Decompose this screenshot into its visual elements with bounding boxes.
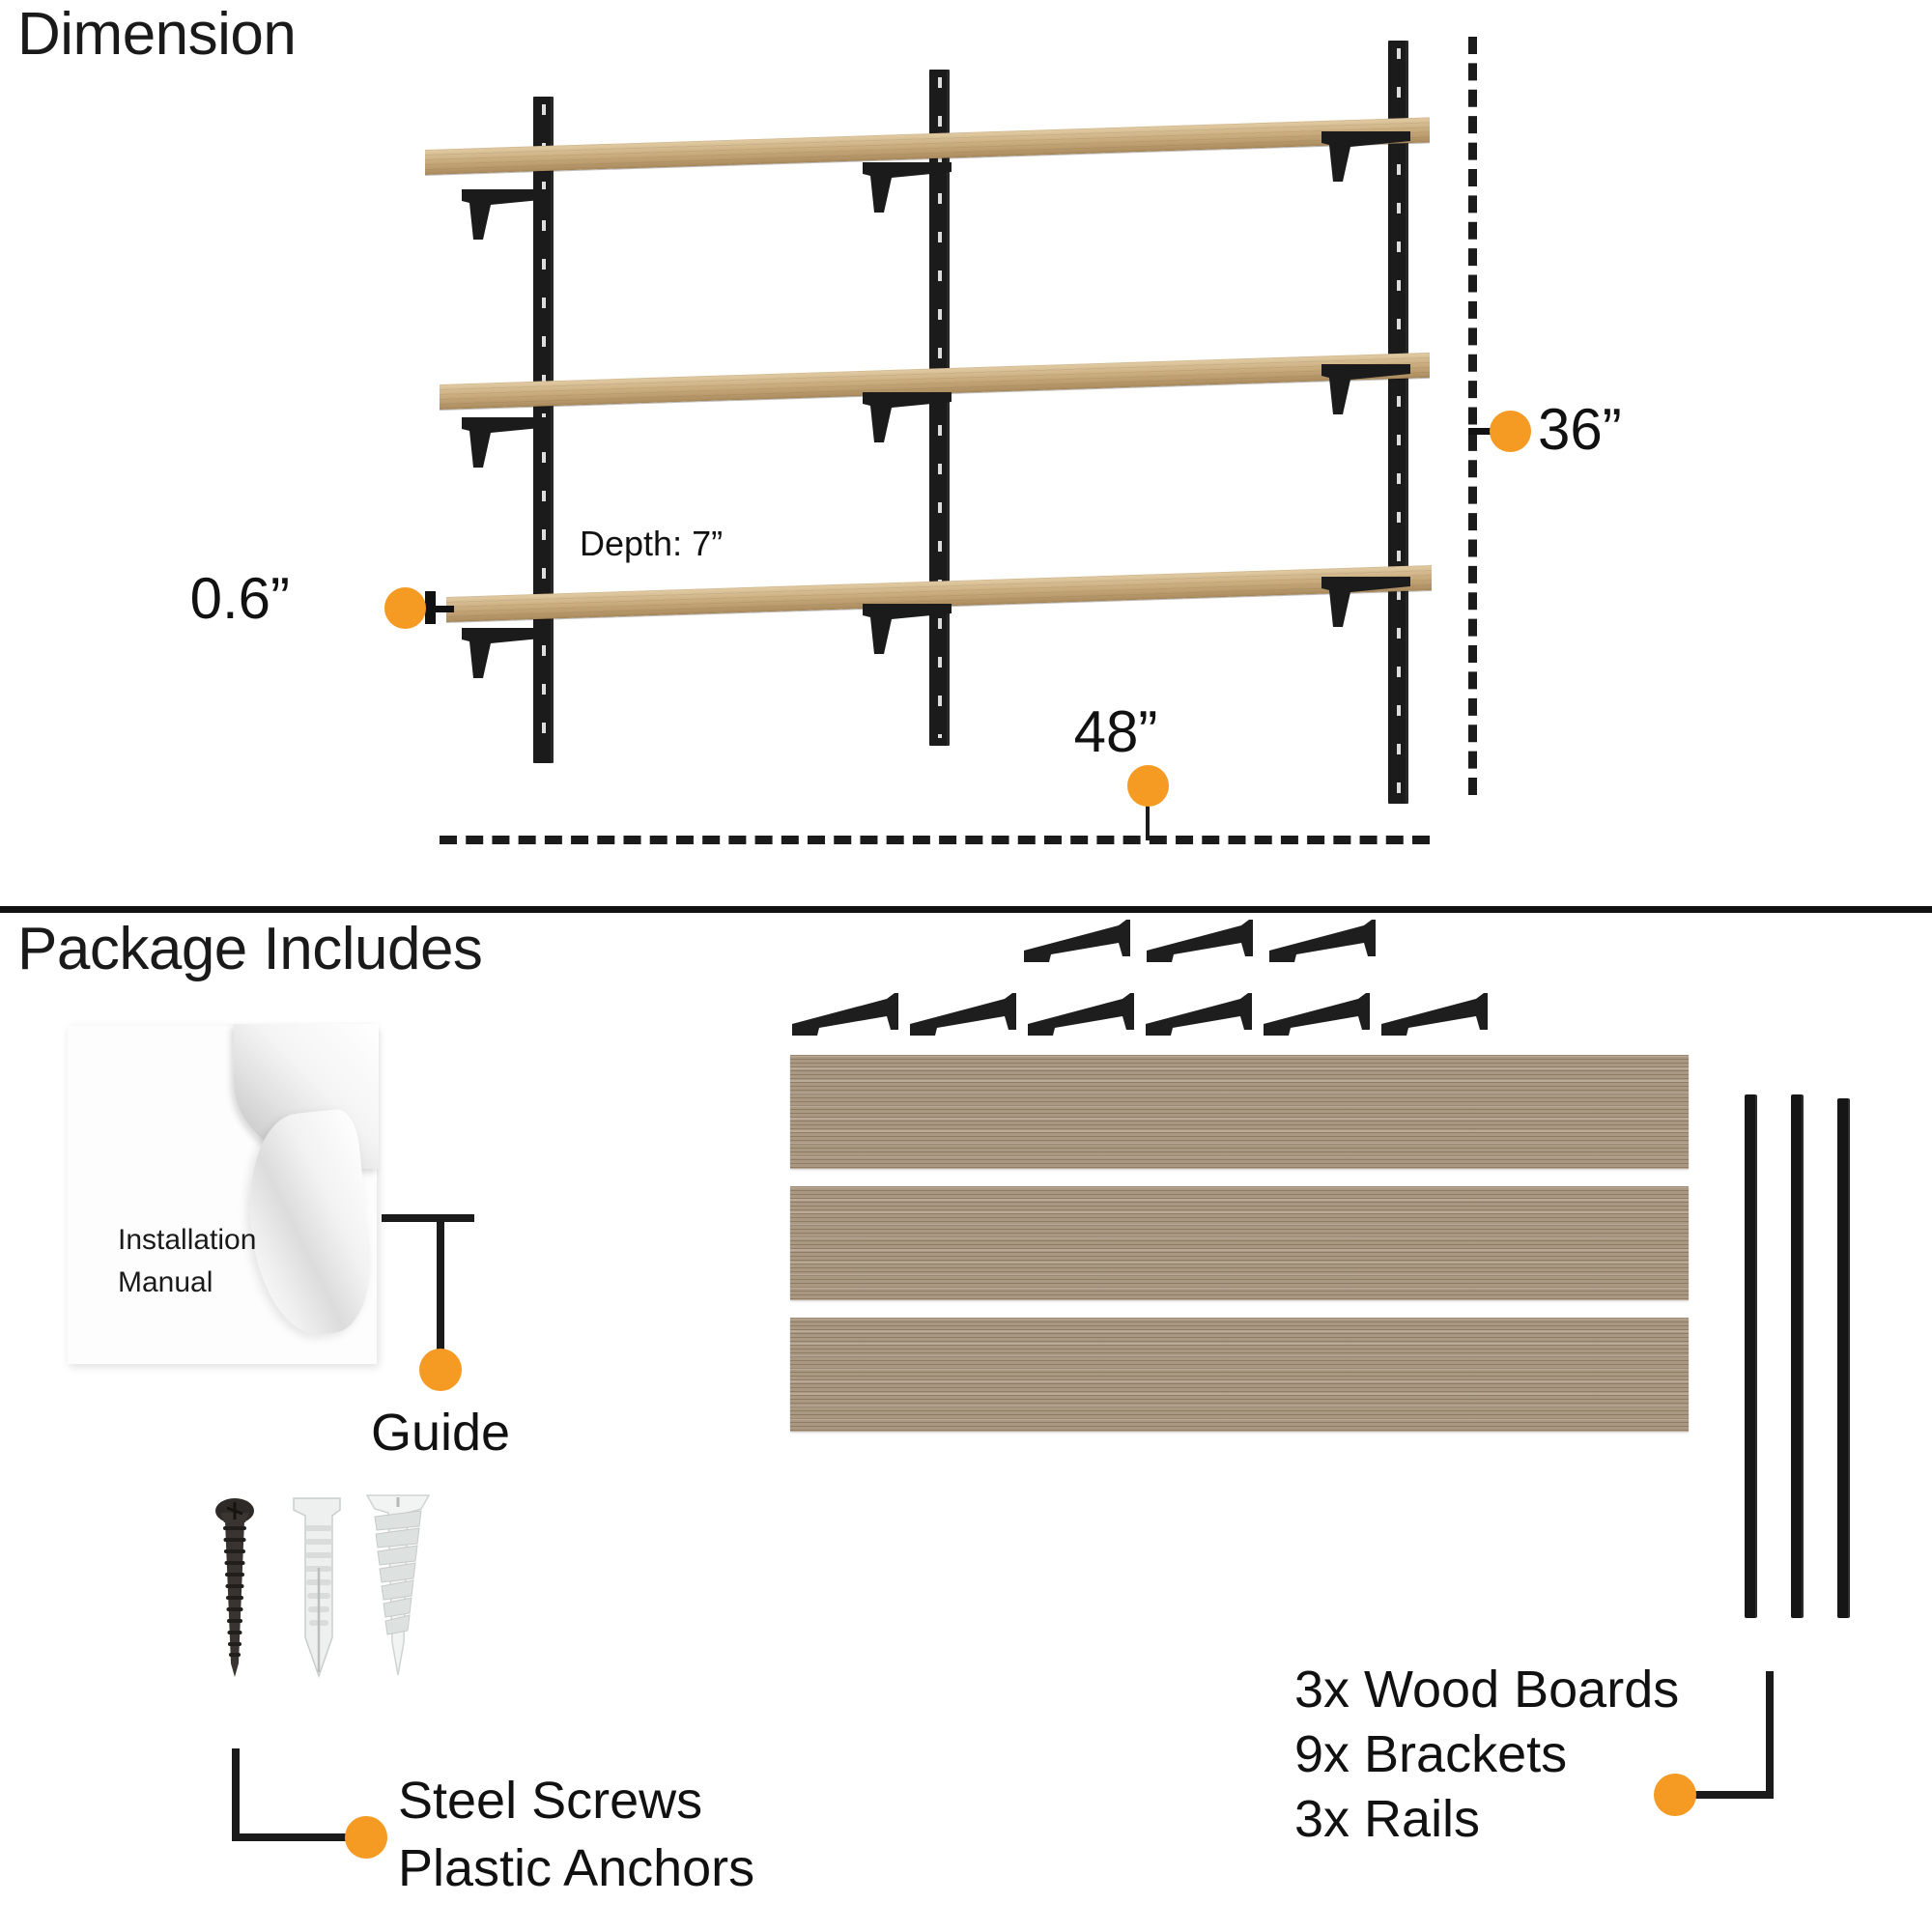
screws-leader-horizontal (232, 1833, 355, 1841)
plastic-anchors-label: Plastic Anchors (398, 1839, 755, 1897)
rail-slots (937, 77, 942, 738)
guide-leader-horizontal (382, 1214, 474, 1222)
width-dot-marker (1127, 765, 1169, 807)
pkg-rail-2 (1791, 1094, 1804, 1618)
threaded-drywall-anchor-icon (365, 1488, 431, 1686)
diagram-bracket-3 (1321, 131, 1410, 197)
diagram-rail-right (1388, 41, 1408, 804)
wood-grain (790, 1055, 1689, 1169)
pkg-rail-1 (1745, 1094, 1757, 1618)
diagram-bracket-5 (863, 392, 952, 458)
pkg-bracket-bottom-5 (1262, 991, 1370, 1042)
diagram-bracket-6 (1321, 364, 1410, 430)
diagram-bracket-9 (1321, 577, 1410, 642)
height-dot-marker (1490, 411, 1531, 452)
counts-dot-marker (1654, 1774, 1696, 1816)
steel-screws-label: Steel Screws (398, 1772, 703, 1830)
page-title-package: Package Includes (17, 916, 483, 982)
rail-slots (1396, 48, 1401, 796)
brackets-count-label: 9x Brackets (1294, 1725, 1568, 1783)
manual-line-2: Manual (118, 1265, 213, 1298)
height-dimension-line (1468, 37, 1477, 795)
pkg-bracket-bottom-4 (1144, 991, 1252, 1042)
wood-grain (790, 1318, 1689, 1432)
pkg-bracket-top-2 (1145, 918, 1253, 969)
screws-leader-vertical (232, 1748, 240, 1841)
installation-manual: Installation Manual (68, 1024, 379, 1364)
pkg-bracket-bottom-1 (790, 991, 898, 1042)
diagram-bracket-1 (462, 189, 551, 255)
package-section: Package Includes Installation Manual Gui… (0, 908, 1932, 1932)
thickness-dot-marker (384, 587, 426, 629)
screws-dot-marker (345, 1816, 387, 1859)
depth-label: Depth: 7” (580, 524, 724, 563)
guide-dot-marker (419, 1349, 462, 1391)
wood-boards-count-label: 3x Wood Boards (1294, 1661, 1680, 1719)
diagram-bracket-8 (863, 604, 952, 669)
pkg-bracket-top-1 (1022, 918, 1130, 969)
section-divider (0, 906, 1932, 913)
pkg-bracket-bottom-6 (1379, 991, 1488, 1042)
thickness-endcap (425, 591, 436, 624)
pkg-bracket-bottom-2 (908, 991, 1016, 1042)
wood-board-3 (790, 1318, 1689, 1432)
counts-leader-vertical (1766, 1671, 1774, 1799)
rails-count-label: 3x Rails (1294, 1790, 1481, 1848)
diagram-rail-middle (929, 70, 950, 746)
rail-slots (541, 104, 546, 755)
wood-board-1 (790, 1055, 1689, 1169)
width-dimension-line (440, 836, 1430, 844)
page-title-dimension: Dimension (17, 1, 297, 68)
pkg-bracket-bottom-3 (1026, 991, 1134, 1042)
wood-board-2 (790, 1186, 1689, 1300)
width-label: 48” (1073, 699, 1158, 764)
width-leader-line (1146, 784, 1150, 840)
plastic-anchor-icon (290, 1492, 344, 1686)
guide-leader-vertical (437, 1214, 444, 1356)
steel-screw-icon (214, 1497, 255, 1686)
dimension-section: Dimension (0, 0, 1932, 898)
diagram-bracket-2 (863, 162, 952, 228)
manual-line-1: Installation (118, 1224, 257, 1256)
pkg-rail-3 (1837, 1098, 1850, 1618)
height-label: 36” (1538, 397, 1622, 462)
manual-text: Installation Manual (118, 1219, 359, 1303)
diagram-bracket-7 (462, 628, 551, 694)
pkg-bracket-top-3 (1267, 918, 1376, 969)
guide-label: Guide (370, 1404, 511, 1462)
diagram-bracket-4 (462, 417, 551, 483)
counts-leader-horizontal (1679, 1791, 1774, 1799)
wood-grain (790, 1186, 1689, 1300)
thickness-label: 0.6” (189, 566, 290, 631)
